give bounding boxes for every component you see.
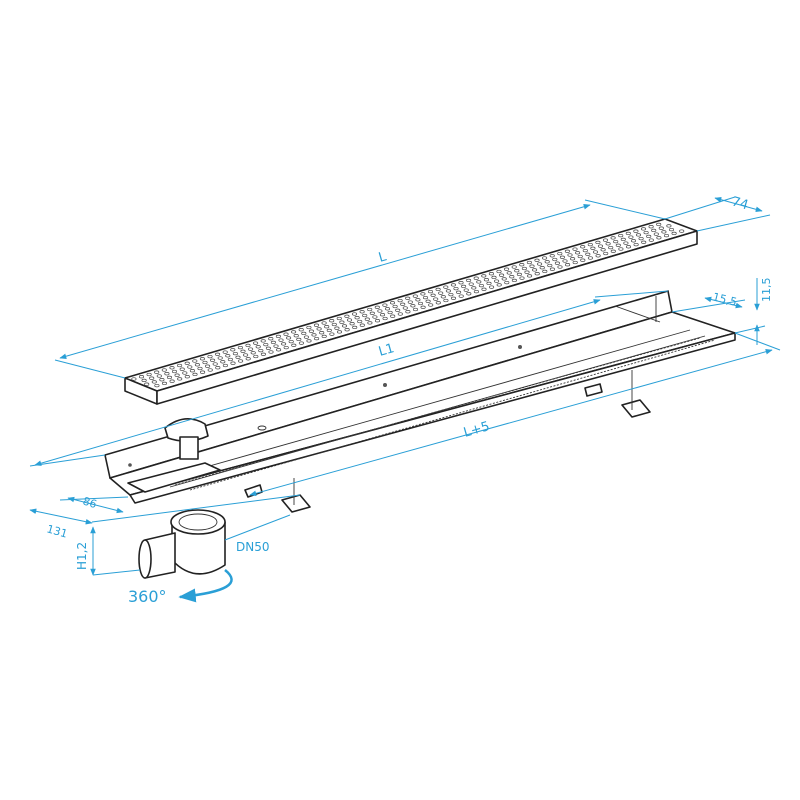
label-channel-width: 86 [81,494,98,511]
grate-hole [625,231,631,236]
grate-hole [595,254,601,258]
grate-hole [590,246,596,250]
grate-hole [625,245,632,249]
grate-hole [597,244,604,248]
grate-hole [641,240,647,244]
grate-hole [646,234,652,239]
grate-hole [592,250,599,254]
grate-hole [656,236,662,240]
grate-hole [671,231,677,236]
grate-hole [630,239,637,243]
outlet-pipe [138,509,226,579]
label-rotation: 360° [128,587,167,606]
grate-hole [628,235,634,239]
grate-hole [605,242,611,246]
label-outlet: DN50 [236,540,270,554]
grate-hole [640,227,647,231]
grate-hole [663,233,670,238]
grate-hole [648,225,654,229]
label-flange-height: 11,5 [760,278,773,303]
grate-hole [658,226,664,230]
grate-hole [595,240,601,245]
grate-hole [618,233,624,238]
grate-hole [635,233,642,237]
grate-hole [623,241,629,245]
grate-hole [633,229,639,233]
grate-hole [620,237,626,242]
grate-hole [648,238,654,242]
grate-hole [615,243,621,247]
grate-hole [633,242,639,247]
grate-hole [602,238,609,242]
label-channel-length: L1 [377,341,396,360]
label-overall-length: L+5 [462,419,492,441]
grate-hole [610,249,616,253]
grate-hole [679,229,685,233]
dimension-lines [29,196,781,603]
grate-hole [668,227,675,232]
grate-hole [666,224,672,228]
grate-hole [608,245,614,250]
grate-hole [600,248,606,252]
grate-hole [610,236,616,240]
grate-hole [613,239,619,244]
label-outer-width: 131 [45,522,69,540]
grate-hole [661,230,667,234]
label-height: H1,2 [75,542,89,570]
grate-hole [603,251,609,256]
grate-hole [638,236,644,241]
grate-hole [651,228,657,233]
label-grate-width: 74 [730,194,750,213]
grate-hole [643,230,649,235]
grate-hole [656,222,662,227]
label-grate-length: L [377,249,389,266]
grate-hole [618,247,624,251]
grate-hole [653,232,659,236]
label-flange-width: 15,5 [711,290,738,309]
